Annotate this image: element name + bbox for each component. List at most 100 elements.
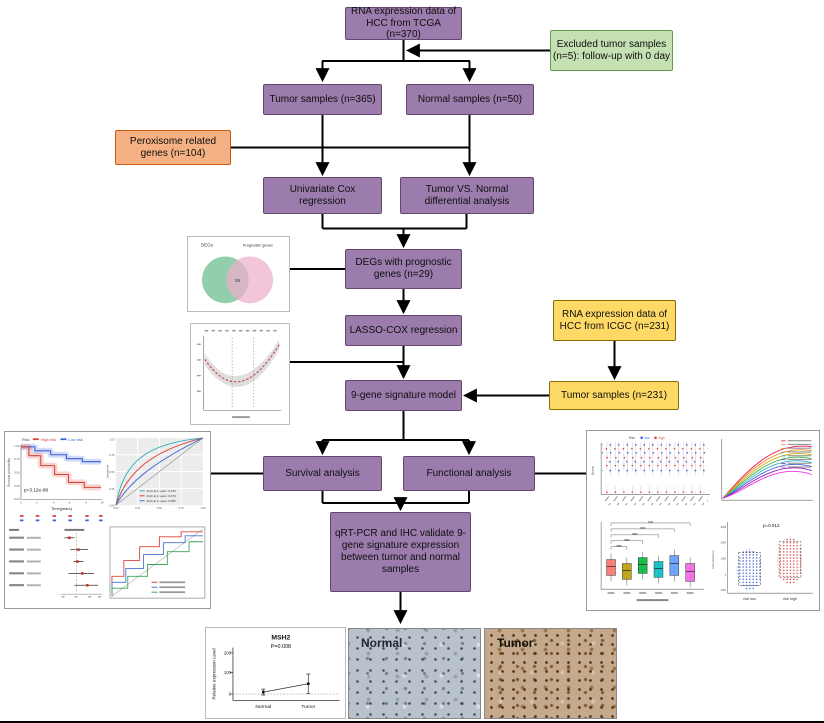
qpcr-xlabel-normal: Normal [255, 704, 271, 710]
km-legend-high: High risk [41, 437, 56, 442]
boxplot [622, 557, 632, 586]
box-excluded-samples: Excluded tumor samples (n=5): follow-up … [550, 30, 673, 71]
roc2-curve-green [111, 541, 203, 597]
km-xtick: 8 [85, 501, 87, 505]
km-pvalue: p=3.12e-08 [24, 487, 48, 493]
lasso-axes [203, 335, 282, 411]
venn-left-label: DEGs [201, 243, 214, 248]
lasso-confidence-band [204, 339, 280, 387]
box-icgc-data: RNA expression data of HCC from ICGC (n=… [553, 300, 676, 341]
roc-ytick: 0.00 [109, 504, 115, 508]
km-low-risk-curve [20, 446, 102, 463]
km-ytick: 0.00 [14, 497, 20, 501]
ihc-tumor-image: Tumor [484, 628, 617, 719]
roc-comparison-plot [109, 526, 206, 599]
immune-ytick: -1000 [720, 588, 727, 592]
boxplot [653, 555, 664, 584]
functional-results-panel: Risk low high Score [586, 430, 820, 611]
venn-right-label: Prognostic genes [243, 243, 273, 248]
lasso-cv-plot [196, 329, 282, 419]
lasso-top-axis-labels [204, 329, 277, 332]
roc-2yr-curve [115, 437, 204, 506]
km-risk-table-low [19, 519, 103, 522]
box-lasso-cox: LASSO-COX regression [345, 315, 462, 346]
ihc-normal-image: Normal [348, 628, 481, 719]
venn-right-circle [226, 256, 274, 304]
km-xtick: 0 [20, 501, 22, 505]
roc-ytick: 1.00 [109, 437, 115, 441]
forest-plot [9, 528, 103, 598]
km-xtick: 4 [53, 501, 55, 505]
boxplot [606, 553, 616, 582]
forest-row [9, 536, 75, 540]
immune-high-cluster [777, 536, 803, 585]
roc-plot: 0.00 0.25 0.50 0.75 1.00 0.00 0.25 0.50 … [105, 437, 205, 510]
km-ytick: 1.00 [14, 444, 20, 448]
km-ytick: 0.25 [14, 484, 20, 488]
significance-brackets [610, 522, 691, 550]
survival-results-figure: Risk High risk Low risk Survival probabi… [7, 437, 206, 599]
qpcr-trend-line [263, 683, 309, 693]
immune-subtype-boxplot [600, 521, 704, 602]
box-functional-analysis: Functional analysis [403, 456, 535, 491]
box-peroxisome-genes: Peroxisome related genes (n=104) [115, 130, 231, 165]
roc-auc-1yr: AUC at 1 years: 0.760 [147, 489, 176, 493]
qpcr-pvalue: P=0.008 [271, 644, 291, 650]
boxplot-xtick-bars [607, 592, 694, 594]
immune-low-cluster [736, 548, 763, 591]
km-xlabel: Time(years) [51, 506, 73, 511]
jitter-legend-high: high [658, 436, 664, 440]
lasso-curve [204, 344, 280, 383]
qpcr-ylabel: Relative expression Level [211, 648, 216, 699]
km-risk-table-high [19, 515, 103, 517]
roc-ytick: 0.50 [109, 470, 115, 474]
immune-ytick: 2000 [721, 541, 727, 545]
box-tumor-samples: Tumor samples (n=365) [263, 84, 382, 115]
immune-xlabel-low: risk low [743, 597, 756, 601]
roc-ylabel: Sensitivity [105, 464, 109, 478]
risk-score-jitter-plot: Risk low high Score [591, 436, 710, 506]
jitter-points [602, 441, 708, 494]
km-ytick: 0.50 [14, 471, 20, 475]
jitter-xtick-labels [602, 496, 708, 506]
box-differential-analysis: Tumor VS. Normal differential analysis [400, 177, 534, 214]
box-signature-model: 9-gene signature model [345, 380, 462, 411]
box-validation: qRT-PCR and IHC validate 9-gene signatur… [330, 512, 471, 592]
ihc-tumor-label: Tumor [497, 636, 534, 650]
qpcr-ytick: 100 [224, 670, 232, 675]
roc-xtick: 0.00 [113, 506, 119, 510]
boxplot-xlabel-bar [636, 599, 669, 602]
immune-xlabel-high: risk high [783, 597, 797, 601]
qpcr-normal-point [262, 690, 265, 694]
immune-pvalue: p=0.012 [763, 523, 780, 528]
roc-ytick: 0.75 [109, 453, 115, 457]
boxplot [637, 551, 648, 580]
forest-row [9, 572, 95, 575]
roc2-curve-red [111, 531, 203, 597]
qpcr-chart-panel: MSH2 P=0.008 Relative expression Level 2… [205, 627, 346, 719]
box-icgc-tumor-samples: Tumor samples (n=231) [549, 381, 679, 410]
roc2-curve-blue [111, 535, 203, 597]
forest-row [9, 583, 99, 587]
forest-row [9, 548, 89, 551]
roc2-legend [151, 581, 186, 594]
roc-ytick: 0.25 [109, 487, 115, 491]
km-legend-low: Low risk [68, 437, 82, 442]
immune-ytick: 0 [725, 572, 727, 576]
lasso-ytick-bars [196, 343, 201, 392]
km-legend-title: Risk [22, 437, 30, 442]
lasso-xlabel-bar [232, 416, 250, 419]
roc-xtick: 1.00 [200, 506, 206, 510]
forest-axis-ticks [61, 596, 102, 598]
roc-3yr-curve [115, 437, 204, 506]
roc-xtick: 0.50 [157, 506, 163, 510]
km-ylabel: Survival probability [7, 458, 11, 487]
km-ytick: 0.75 [14, 457, 20, 461]
functional-results-figure: Risk low high Score [591, 436, 813, 602]
immunescore-scatter-plot: p=0.012 ImmuneScore 3000 2000 1000 0 -10… [711, 521, 813, 601]
immune-ytick: 3000 [721, 525, 727, 529]
venn-diagram-panel: DEGs Prognostic genes 29 [187, 236, 290, 312]
roc-auc-3yr: AUC at 3 years: 0.686 [147, 499, 176, 503]
km-xtick: 10 [101, 501, 105, 505]
